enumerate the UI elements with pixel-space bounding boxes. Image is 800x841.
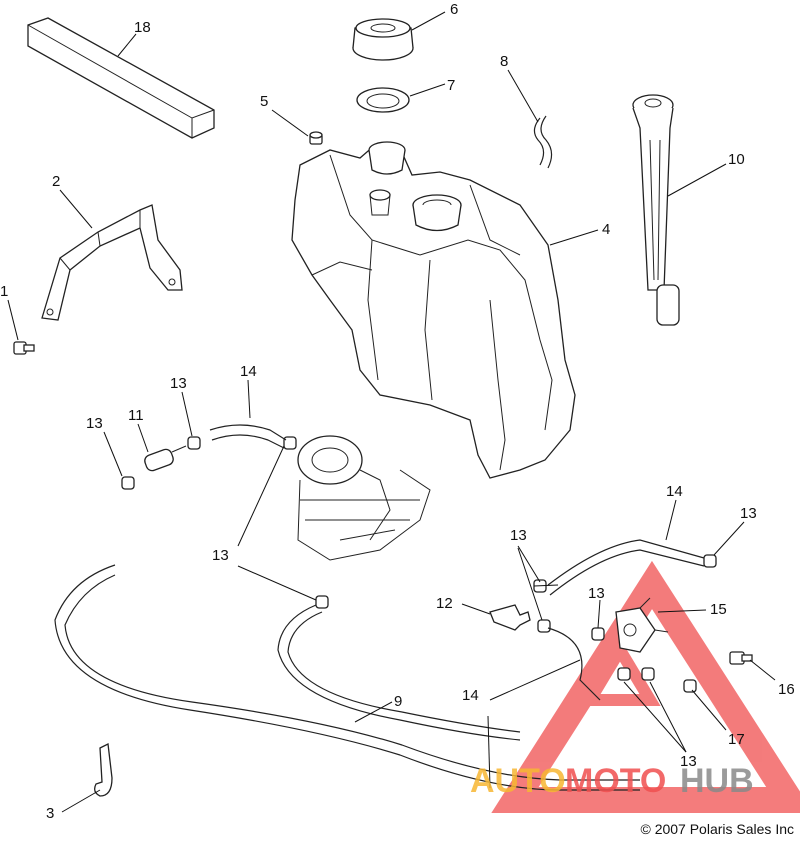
callout-3: 3 <box>46 805 54 822</box>
callout-7: 7 <box>447 77 455 94</box>
callout-13-left: 13 <box>86 415 103 432</box>
clip-bracket-part <box>94 743 113 797</box>
callout-15: 15 <box>710 601 727 618</box>
watermark-hub: HUB <box>680 762 754 800</box>
fuel-cap-part <box>352 18 414 61</box>
vent-hose-part <box>533 115 553 169</box>
leader-lines <box>7 11 776 813</box>
callout-8: 8 <box>500 53 508 70</box>
callout-13-mid: 13 <box>510 527 527 544</box>
watermark-auto: AUTO <box>470 762 566 800</box>
callout-2: 2 <box>52 173 60 190</box>
callout-14-right: 14 <box>666 483 683 500</box>
callout-9: 9 <box>394 693 402 710</box>
mounting-bracket-part <box>41 204 183 321</box>
callout-13-right: 13 <box>740 505 757 522</box>
watermark-moto: MOTO <box>565 762 666 800</box>
hose-clamps <box>121 436 717 693</box>
callout-13-bottom: 13 <box>680 753 697 770</box>
fitting-part <box>489 604 531 631</box>
callout-6: 6 <box>450 1 458 18</box>
copyright-notice: © 2007 Polaris Sales Inc <box>640 821 794 837</box>
gasket-ring-part <box>356 87 410 113</box>
callout-17: 17 <box>728 731 745 748</box>
fuel-valve-part <box>615 597 669 653</box>
callout-13-carb: 13 <box>212 547 229 564</box>
callout-1: 1 <box>0 283 8 300</box>
callout-13-valve: 13 <box>588 585 605 602</box>
callout-11: 11 <box>128 407 144 424</box>
valve-bolt-part <box>729 651 753 665</box>
callout-18: 18 <box>134 19 151 36</box>
callout-14-top: 14 <box>240 363 257 380</box>
watermark-logo <box>491 560 800 813</box>
callout-10: 10 <box>728 151 745 168</box>
inline-filter-part <box>144 445 187 472</box>
callout-5: 5 <box>260 93 268 110</box>
callout-14-bottom: 14 <box>462 687 479 704</box>
callout-13-filter: 13 <box>170 375 187 392</box>
screw-part <box>309 131 323 145</box>
long-hose-part <box>54 564 640 791</box>
carburetor-sketch <box>297 435 431 561</box>
callout-16: 16 <box>778 681 795 698</box>
callout-4: 4 <box>602 221 610 238</box>
watermark-text: AUTO MOTO HUB <box>470 762 754 800</box>
fuel-tank-part <box>291 141 576 479</box>
foam-block-part <box>27 17 215 139</box>
fuel-sender-part <box>632 94 680 326</box>
bolt-part <box>13 341 35 355</box>
fuel-hose-part <box>209 424 705 701</box>
callout-12: 12 <box>436 595 453 612</box>
callout-labels: 18 6 7 8 5 10 4 2 1 14 13 11 13 13 14 13… <box>0 1 795 822</box>
